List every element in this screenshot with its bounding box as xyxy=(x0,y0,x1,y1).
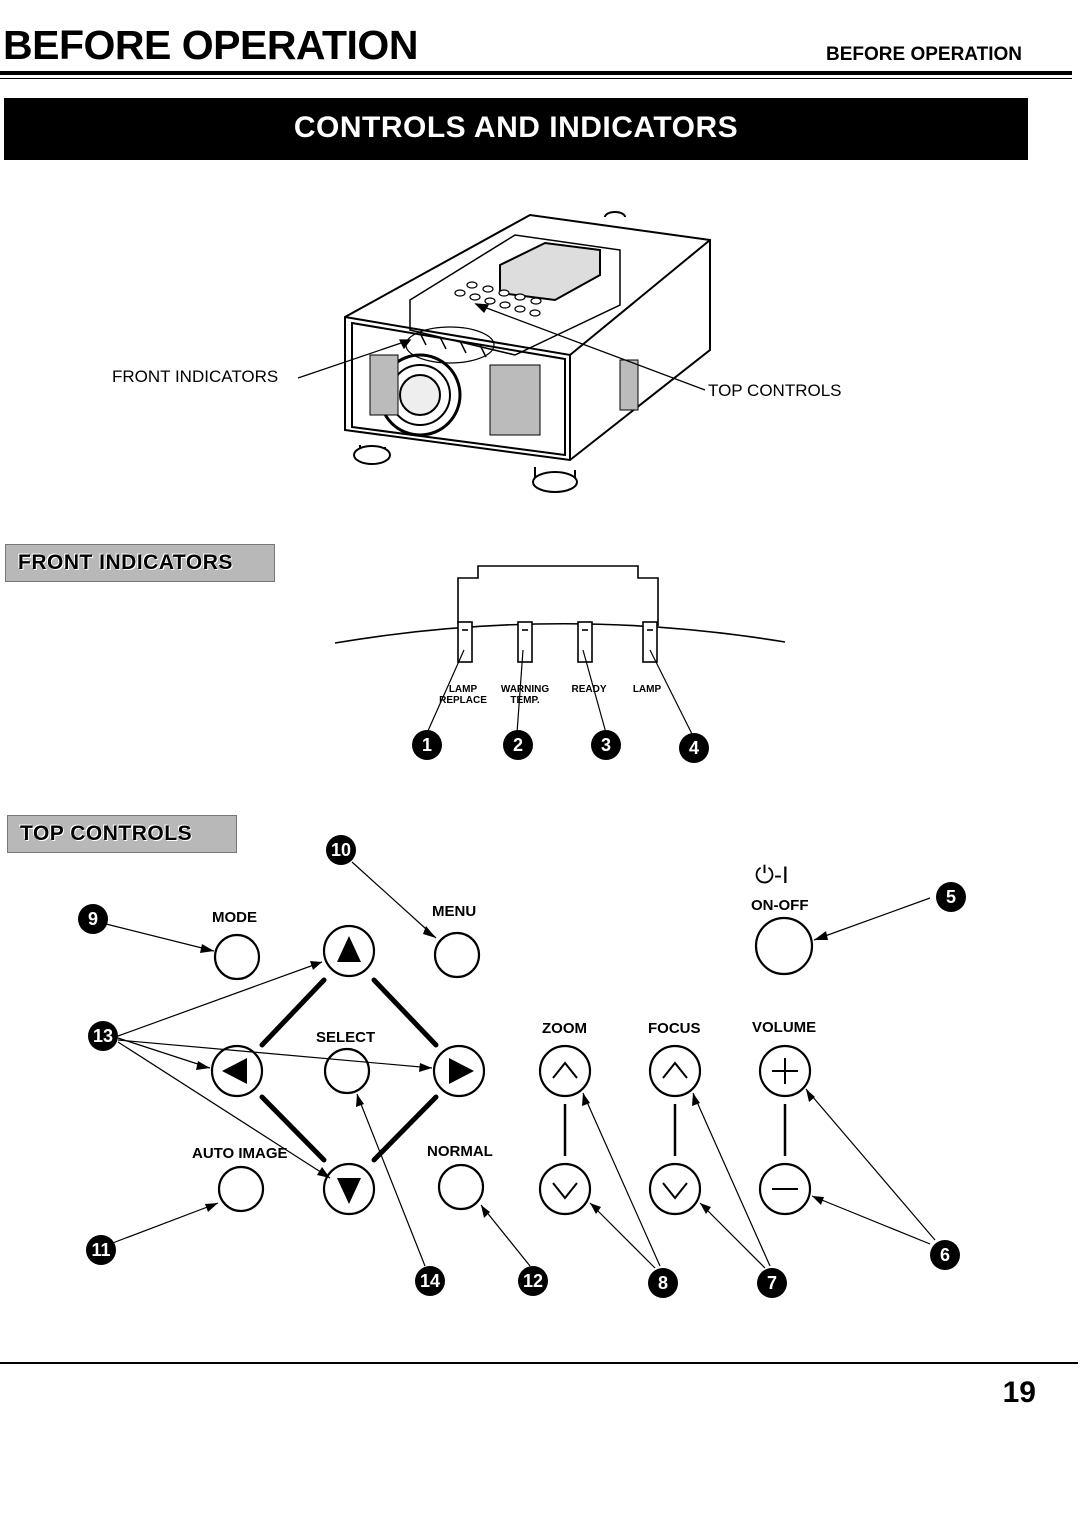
top-controls-label: TOP CONTROLS xyxy=(708,381,842,400)
zoom-up-button xyxy=(538,1044,592,1098)
callout-11: 11 xyxy=(86,1235,116,1265)
running-head: BEFORE OPERATION xyxy=(826,44,1022,65)
indicator-1-line2: REPLACE xyxy=(439,695,487,706)
indicator-1-label: LAMP REPLACE xyxy=(428,684,498,706)
menu-button xyxy=(433,931,481,979)
indicator-1-line1: LAMP xyxy=(448,684,478,695)
page-title: BEFORE OPERATION xyxy=(3,22,418,68)
volume-label: VOLUME xyxy=(752,1019,817,1036)
page-number: 19 xyxy=(1002,1376,1036,1409)
zoom-label: ZOOM xyxy=(542,1020,587,1037)
section-banner: CONTROLS AND INDICATORS xyxy=(4,98,1028,160)
callout-13: 13 xyxy=(88,1021,118,1051)
footer-rule xyxy=(0,1362,1078,1364)
on-off-label: ON-OFF xyxy=(751,897,809,914)
indicator-4-label: LAMP xyxy=(632,684,662,695)
auto-image-button xyxy=(217,1165,265,1213)
indicator-2-label: WARNING TEMP. xyxy=(490,684,560,706)
focus-up-button xyxy=(648,1044,702,1098)
menu-label: MENU xyxy=(432,903,477,920)
power-icon: ⏻-I xyxy=(755,862,789,889)
indicator-2-line2: TEMP. xyxy=(510,695,540,706)
projector-illustration xyxy=(344,211,711,493)
callout-1: 1 xyxy=(412,730,442,760)
callout-8: 8 xyxy=(648,1268,678,1298)
front-indicators-diagram xyxy=(334,565,786,663)
callout-6: 6 xyxy=(930,1240,960,1270)
select-button xyxy=(323,1047,371,1095)
header-rule-thin xyxy=(0,78,1072,79)
callout-2: 2 xyxy=(503,730,533,760)
header-rule xyxy=(0,71,1072,75)
callout-3: 3 xyxy=(591,730,621,760)
indicator-2-line1: WARNING xyxy=(500,684,550,695)
focus-label: FOCUS xyxy=(648,1020,701,1037)
callout-5: 5 xyxy=(936,882,966,912)
normal-button xyxy=(437,1163,485,1211)
callout-9: 9 xyxy=(78,904,108,934)
callout-14: 14 xyxy=(415,1266,445,1296)
callout-7: 7 xyxy=(757,1268,787,1298)
front-indicators-heading: FRONT INDICATORS xyxy=(5,544,275,582)
callout-4: 4 xyxy=(679,733,709,763)
mode-button xyxy=(213,933,261,981)
mode-label: MODE xyxy=(212,909,257,926)
top-controls-heading: TOP CONTROLS xyxy=(7,815,237,853)
callout-12: 12 xyxy=(518,1266,548,1296)
front-indicators-label: FRONT INDICATORS xyxy=(112,367,279,386)
auto-image-label: AUTO IMAGE xyxy=(192,1145,288,1162)
focus-down-button xyxy=(648,1162,702,1216)
on-off-button xyxy=(754,916,814,976)
zoom-down-button xyxy=(538,1162,592,1216)
indicator-3-label: READY xyxy=(571,684,607,695)
select-label: SELECT xyxy=(316,1029,376,1046)
callout-10: 10 xyxy=(326,835,356,865)
normal-label: NORMAL xyxy=(427,1143,493,1160)
